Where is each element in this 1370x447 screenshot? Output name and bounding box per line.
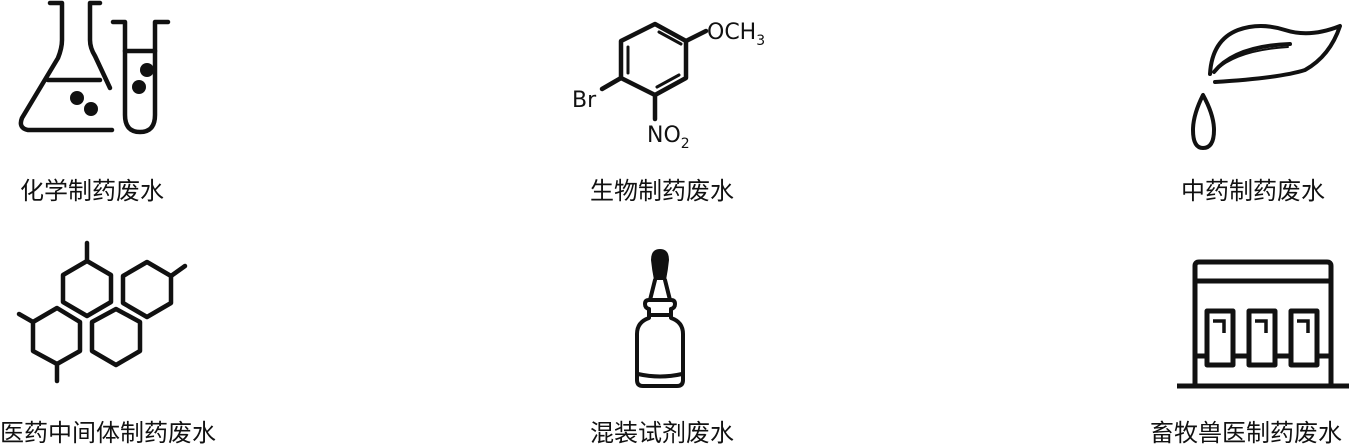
category-label: 化学制药废水 xyxy=(20,177,164,205)
category-label: 中药制药废水 xyxy=(1181,177,1325,205)
leaf-with-drop-icon xyxy=(1191,24,1342,150)
category-veterinary[interactable]: 畜牧兽医制药废水 xyxy=(1140,235,1370,447)
category-intermediate[interactable]: 医药中间体制药废水 xyxy=(0,235,260,447)
category-label: 混装试剂废水 xyxy=(590,419,734,447)
category-mixed-reagent[interactable]: 混装试剂废水 xyxy=(560,235,790,447)
substituent-br: Br xyxy=(572,88,597,113)
hexagon-rings-icon xyxy=(16,240,188,384)
category-chemical[interactable]: 化学制药废水 xyxy=(0,0,230,215)
dropper-bottle-icon xyxy=(635,249,685,388)
substituent-no2: NO2 xyxy=(647,123,690,152)
category-label: 畜牧兽医制药废水 xyxy=(1150,419,1342,447)
substituent-och3: OCH3 xyxy=(707,20,765,49)
category-label: 生物制药废水 xyxy=(590,177,734,205)
flask-and-test-tube-icon xyxy=(18,0,171,135)
category-tcm[interactable]: 中药制药废水 xyxy=(1160,0,1370,215)
category-label: 医药中间体制药废水 xyxy=(0,419,216,447)
vial-cabinet-icon xyxy=(1177,259,1349,389)
category-biological[interactable]: OCH3 Br NO2 生物制药废水 xyxy=(560,0,790,215)
molecule-structure-icon: OCH3 Br NO2 xyxy=(572,20,765,152)
